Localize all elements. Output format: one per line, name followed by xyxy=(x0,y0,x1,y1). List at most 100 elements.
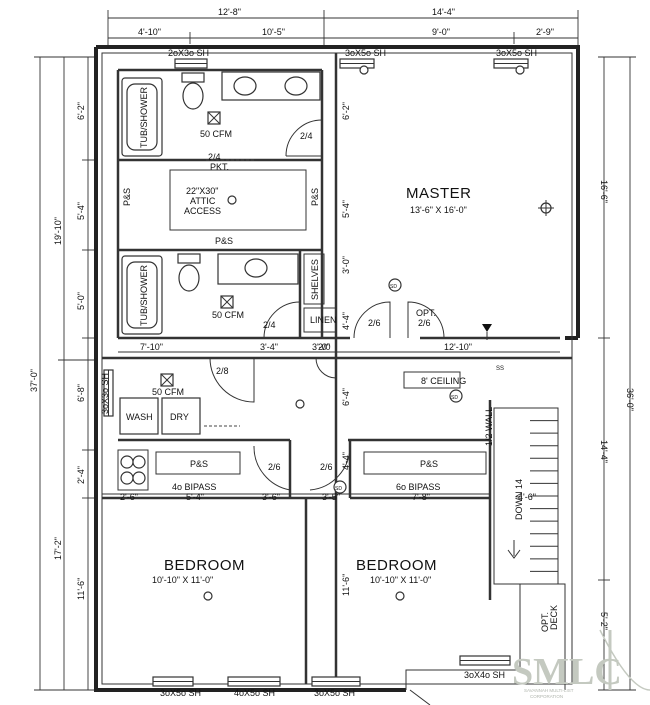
dim-left-a: 6'-2" xyxy=(76,102,86,120)
dim-right-c: 5'-2" xyxy=(599,612,609,630)
window-bottom-2: 4oX5o SH xyxy=(234,688,275,698)
stairs-label: DOWN 14 xyxy=(514,479,524,520)
dim-h-d: 12'-10" xyxy=(444,342,472,352)
sink-icon xyxy=(244,258,268,278)
room-name-bedroom-right: BEDROOM xyxy=(356,557,437,574)
window-top-mid: 3oX5o SH xyxy=(345,48,386,58)
attic-label: ATTIC xyxy=(190,196,216,206)
dim-left-upper: 19'-10" xyxy=(53,217,63,245)
laundry-hall: 2/8 50 CFM WASH DRY 8' CEILING SD SD 1/2… xyxy=(117,357,504,494)
smoke-detector-label: SD xyxy=(335,486,342,492)
dim-top-c: 9'-0" xyxy=(432,27,450,37)
pocket-door-size: 2/4 xyxy=(208,152,221,162)
light-fixture-icon xyxy=(295,399,305,409)
bath-lower: TUB/SHOWER 50 CFM 2/4 xyxy=(121,253,301,339)
sink-icon xyxy=(284,76,308,96)
ps-closet-left: P&S xyxy=(190,459,208,469)
half-wall-label: 1/2 WALL xyxy=(484,407,494,446)
dim-int-f: 4'-4" xyxy=(341,452,351,470)
cfm-laundry: 50 CFM xyxy=(152,387,184,397)
interior-walls xyxy=(102,53,572,684)
attic-access: ACCESS xyxy=(184,206,221,216)
dim-right-a: 16'-6" xyxy=(599,180,609,203)
tub-shower-upper: TUB/SHOWER xyxy=(139,86,149,148)
dryer-icon xyxy=(161,397,201,435)
dim-h-i: 7'-8" xyxy=(412,492,430,502)
light-fixture-icon xyxy=(395,591,405,601)
smoke-detector-icon xyxy=(449,389,463,403)
ps-bottom: P&S xyxy=(215,236,233,246)
bedrooms: BEDROOM 10'-10" X 11'-0" BEDROOM 10'-10"… xyxy=(152,195,437,601)
closets: P&S 4o BIPASS P&S 6o BIPASS 2/6 2/6 xyxy=(155,445,487,492)
linen-closet: SHELVES LINEN 2/0 xyxy=(303,253,337,379)
smoke-detector-label: SD xyxy=(451,395,458,401)
dim-h-c: 3'-0" xyxy=(312,342,330,352)
pocket-door-label: PKT. xyxy=(210,162,229,172)
dim-top-d: 2'-9" xyxy=(536,27,554,37)
dim-h-h: 3'-5" xyxy=(322,492,340,502)
window-bottom-1: 3oX5o SH xyxy=(160,688,201,698)
toilet-icon xyxy=(178,264,200,292)
watermark-logo: SMLC SAVANNAH MULTI-LIST CORPORATION xyxy=(512,629,650,699)
opt-label: OPT. xyxy=(416,308,436,318)
dim-left-lower: 17'-2" xyxy=(53,537,63,560)
window-top-right: 3oX5o SH xyxy=(496,48,537,58)
top-dimensions: 12'-8" 14'-4" 4'-10" 10'-5" 9'-0" 2'-9" xyxy=(107,7,579,46)
ss-label: SS xyxy=(496,366,504,372)
logo-text: SMLC xyxy=(512,651,622,693)
opt-deck-name: DECK xyxy=(549,605,559,630)
dim-int-d: 4'-4" xyxy=(341,312,351,330)
dim-left-e: 2'-4" xyxy=(76,466,86,484)
windows: 2oX3o SH 3oX5o SH 3oX5o SH 3oX3o SH 3oX5… xyxy=(100,48,537,698)
opt-door-size: 2/6 xyxy=(418,318,431,328)
bipass-right: 6o BIPASS xyxy=(396,482,440,492)
smoke-detector-icon xyxy=(388,278,402,292)
opt-deck-label: OPT. xyxy=(540,612,550,632)
dim-h-f: 5'-4" xyxy=(186,492,204,502)
door-label: 2/4 xyxy=(263,320,276,330)
dim-top-total-left: 12'-8" xyxy=(218,7,241,17)
dim-h-a: 7'-10" xyxy=(140,342,163,352)
dim-h-e: 2'-6" xyxy=(120,492,138,502)
attic-hall: 22"X30" ATTIC ACCESS 2/4 PKT. P&S P&S P&… xyxy=(122,152,320,246)
toilet-icon xyxy=(182,82,204,110)
dim-top-a: 4'-10" xyxy=(138,27,161,37)
window-bottom-4: 3oX4o SH xyxy=(464,670,505,680)
master-suite: MASTER 13'-6" X 16'-0" SD 2/6 OPT. 2/6 xyxy=(353,65,554,340)
dryer-label: DRY xyxy=(170,412,189,422)
door-label: 2/0 xyxy=(318,342,331,352)
ps-closet-right: P&S xyxy=(420,459,438,469)
door-label: 2/6 xyxy=(268,462,281,472)
window-left: 3oX3o SH xyxy=(100,373,110,414)
room-size-bedroom-right: 10'-10" X 11'-0" xyxy=(370,575,431,585)
dim-int-b: 5'-4" xyxy=(341,200,351,218)
interior-dimensions: 6'-2" 5'-4" 3'-0" 4'-4" 6'-4" 4'-4" 11'-… xyxy=(102,102,560,596)
shelves-label: SHELVES xyxy=(310,259,320,300)
ps-right: P&S xyxy=(310,188,320,206)
light-fixture-icon xyxy=(227,195,237,205)
cfm-upper: 50 CFM xyxy=(200,129,232,139)
right-dimensions: 36'-0" 16'-6" 14'-4" 5'-2" xyxy=(598,56,636,691)
ceiling-label: 8' CEILING xyxy=(421,376,466,386)
door-label: 2/6 xyxy=(368,318,381,328)
dim-int-a: 6'-2" xyxy=(341,102,351,120)
left-dimensions: 37'-0" 19'-10" 17'-2" 6'-2" 5'-4" 5'-0" … xyxy=(29,56,96,691)
dim-h-g: 3'-6" xyxy=(262,492,280,502)
linen-label: LINEN xyxy=(310,315,337,325)
dim-int-e: 6'-4" xyxy=(341,388,351,406)
dim-right-b: 14'-4" xyxy=(599,440,609,463)
dim-int-g: 11'-6" xyxy=(341,574,351,596)
smoke-detector-icon xyxy=(333,480,347,494)
window-top-left: 2oX3o SH xyxy=(168,48,209,58)
light-fixture-icon xyxy=(203,591,213,601)
exterior-walls xyxy=(94,45,580,705)
room-name-master: MASTER xyxy=(406,185,472,202)
bath-upper: TUB/SHOWER 50 CFM 2/4 xyxy=(121,71,323,157)
door-label: 2/8 xyxy=(216,366,229,376)
dim-left-b: 5'-4" xyxy=(76,202,86,220)
washer-icon xyxy=(119,397,159,435)
dim-top-b: 10'-5" xyxy=(262,27,285,37)
dim-left-f: 11'-6" xyxy=(76,578,86,600)
stairs: DOWN 14 OPT. DECK xyxy=(493,407,559,632)
